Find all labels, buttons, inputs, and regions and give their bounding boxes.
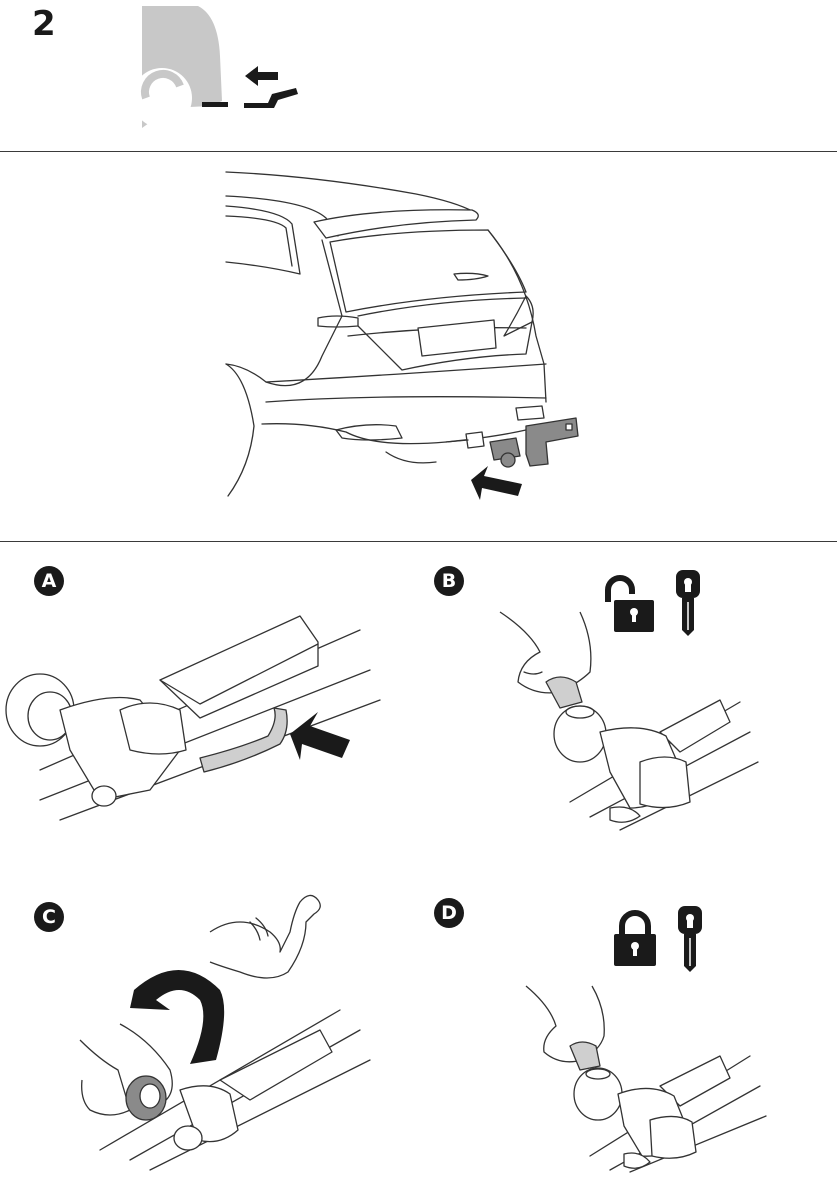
car-overview-icon xyxy=(140,6,310,131)
section-divider-middle xyxy=(0,541,837,542)
locked-padlock-icon xyxy=(612,910,658,966)
panel-b-badge: B xyxy=(434,566,464,596)
car-rear-illustration xyxy=(226,166,586,511)
section-divider-top xyxy=(0,151,837,152)
panel-c-illustration xyxy=(70,960,370,1170)
panel-c-badge: C xyxy=(34,902,64,932)
mount-bracket-icon xyxy=(244,88,298,108)
panel-a-badge: A xyxy=(34,566,64,596)
panel-d-illustration xyxy=(520,986,770,1172)
step-number: 2 xyxy=(32,4,56,44)
panel-d-badge: D xyxy=(434,898,464,928)
panel-b-illustration xyxy=(490,612,770,832)
push-arrow-icon xyxy=(245,66,278,86)
key-icon xyxy=(676,906,704,972)
push-lever-arrow-icon xyxy=(290,712,350,760)
insert-arrow-icon xyxy=(471,466,522,500)
panel-a-illustration xyxy=(0,600,390,830)
